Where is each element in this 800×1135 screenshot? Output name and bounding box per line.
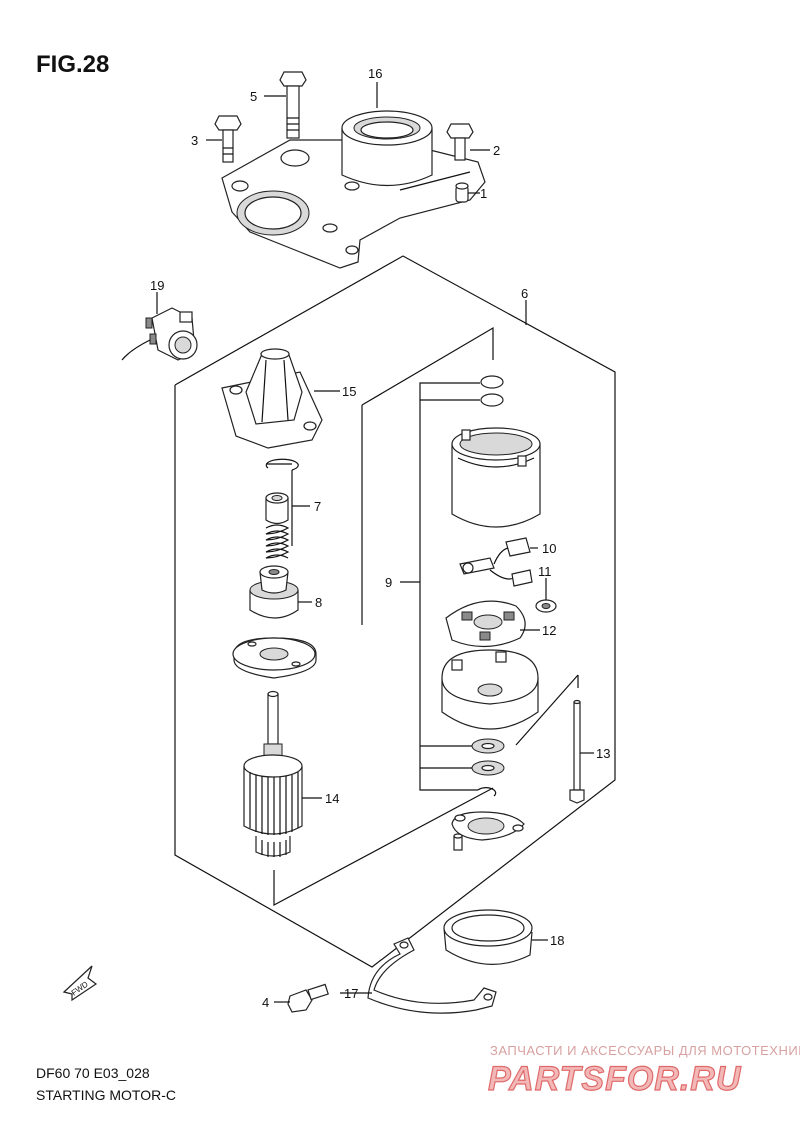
callout-13: 13 [596,746,610,761]
callout-18: 18 [550,933,564,948]
washer-upper[interactable] [471,738,505,754]
bolt-part-4[interactable] [287,983,329,1013]
assembly-outline [174,255,616,968]
o-ring-upper[interactable] [480,375,504,389]
diagram-title: STARTING MOTOR-C [36,1087,176,1103]
collar-part-1[interactable] [455,182,469,203]
watermark-brand: PARTSFOR.RU [488,1060,742,1098]
pinion-clutch-part-8[interactable] [249,565,299,619]
bolt-part-2[interactable] [446,123,474,161]
callout-6: 6 [521,286,528,301]
callout-14: 14 [325,791,339,806]
strap-part-17[interactable] [367,937,497,1014]
callout-10: 10 [542,541,556,556]
figure-title: FIG.28 [36,51,109,78]
forward-arrow: FWD [62,965,98,1002]
commutator-end-frame[interactable] [441,649,539,730]
callout-17: 17 [344,986,358,1001]
callout-16: 16 [368,66,382,81]
end-bracket[interactable] [451,811,525,851]
watermark-top-text: ЗАПЧАСТИ И АКСЕССУАРЫ ДЛЯ МОТОТЕХНИКИ [490,1043,800,1058]
washer-lower[interactable] [471,760,505,776]
leader-lines [156,82,594,1003]
bolt-part-5[interactable] [279,71,307,139]
callout-numbers: 1 2 3 4 5 6 7 8 9 10 11 12 13 14 15 16 1… [150,66,610,1010]
callout-3: 3 [191,133,198,148]
bolt-part-3[interactable] [214,115,242,163]
e-ring[interactable] [477,787,497,797]
callout-12: 12 [542,623,556,638]
motor-bracket-part-16[interactable] [221,110,486,269]
callout-11: 11 [538,564,552,579]
callout-8: 8 [315,595,322,610]
starter-relay-part-19[interactable] [121,307,198,361]
armature-part-14[interactable] [243,690,303,858]
rubber-band-part-18[interactable] [443,909,533,965]
brush-holder-part-12[interactable] [445,600,526,648]
brush-part-10[interactable] [459,537,533,587]
callout-9: 9 [385,575,392,590]
spring-part-7[interactable] [265,524,290,559]
nut-part-11[interactable] [535,599,557,613]
snap-ring-part-7[interactable] [265,458,299,471]
yoke[interactable] [451,427,541,528]
callout-5: 5 [250,89,257,104]
o-ring-lower[interactable] [480,393,504,407]
callout-19: 19 [150,278,164,293]
stopper-part-7[interactable] [265,492,289,525]
callout-2: 2 [493,143,500,158]
callout-15: 15 [342,384,356,399]
through-bolt-part-13[interactable] [569,699,585,804]
center-plate[interactable] [232,637,317,679]
callout-4: 4 [262,995,269,1010]
callout-7: 7 [314,499,321,514]
drive-housing-part-15[interactable] [221,348,323,449]
model-code: DF60 70 E03_028 [36,1065,150,1081]
callout-1: 1 [480,186,487,201]
